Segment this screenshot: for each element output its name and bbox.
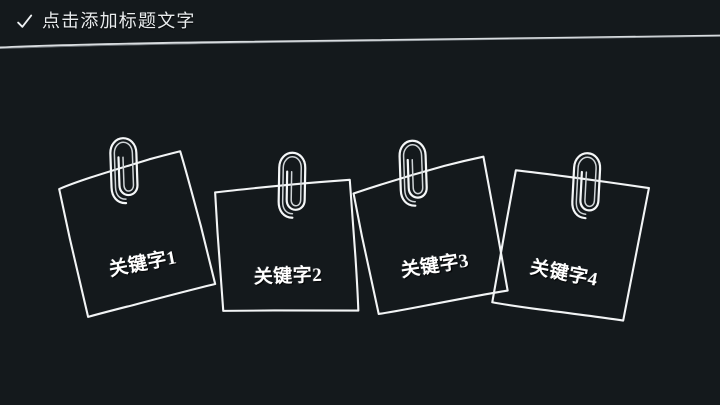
- paperclip-icon: [398, 139, 428, 207]
- check-icon: [17, 14, 33, 28]
- note-paper-outline: [58, 150, 217, 318]
- paperclip-icon: [277, 151, 307, 219]
- title-underline-rule: [0, 34, 720, 50]
- sticky-note-3[interactable]: 关键字3: [344, 139, 516, 321]
- page-title: 点击添加标题文字: [42, 11, 196, 31]
- sticky-note-1[interactable]: 关键字1: [49, 137, 225, 321]
- sticky-note-4[interactable]: 关键字4: [482, 152, 658, 331]
- slide-title-bar: 点击添加标题文字: [0, 0, 720, 52]
- note-paper-outline: [214, 178, 360, 312]
- paperclip-icon: [571, 152, 602, 220]
- paperclip-icon: [109, 137, 139, 205]
- sticky-note-2[interactable]: 关键字2: [209, 151, 364, 322]
- note-paper-outline: [352, 155, 509, 316]
- title-row[interactable]: 点击添加标题文字: [16, 11, 196, 31]
- note-paper-outline: [491, 169, 650, 322]
- sticky-notes-group: 关键字1 关键字2 关键字3: [0, 110, 720, 330]
